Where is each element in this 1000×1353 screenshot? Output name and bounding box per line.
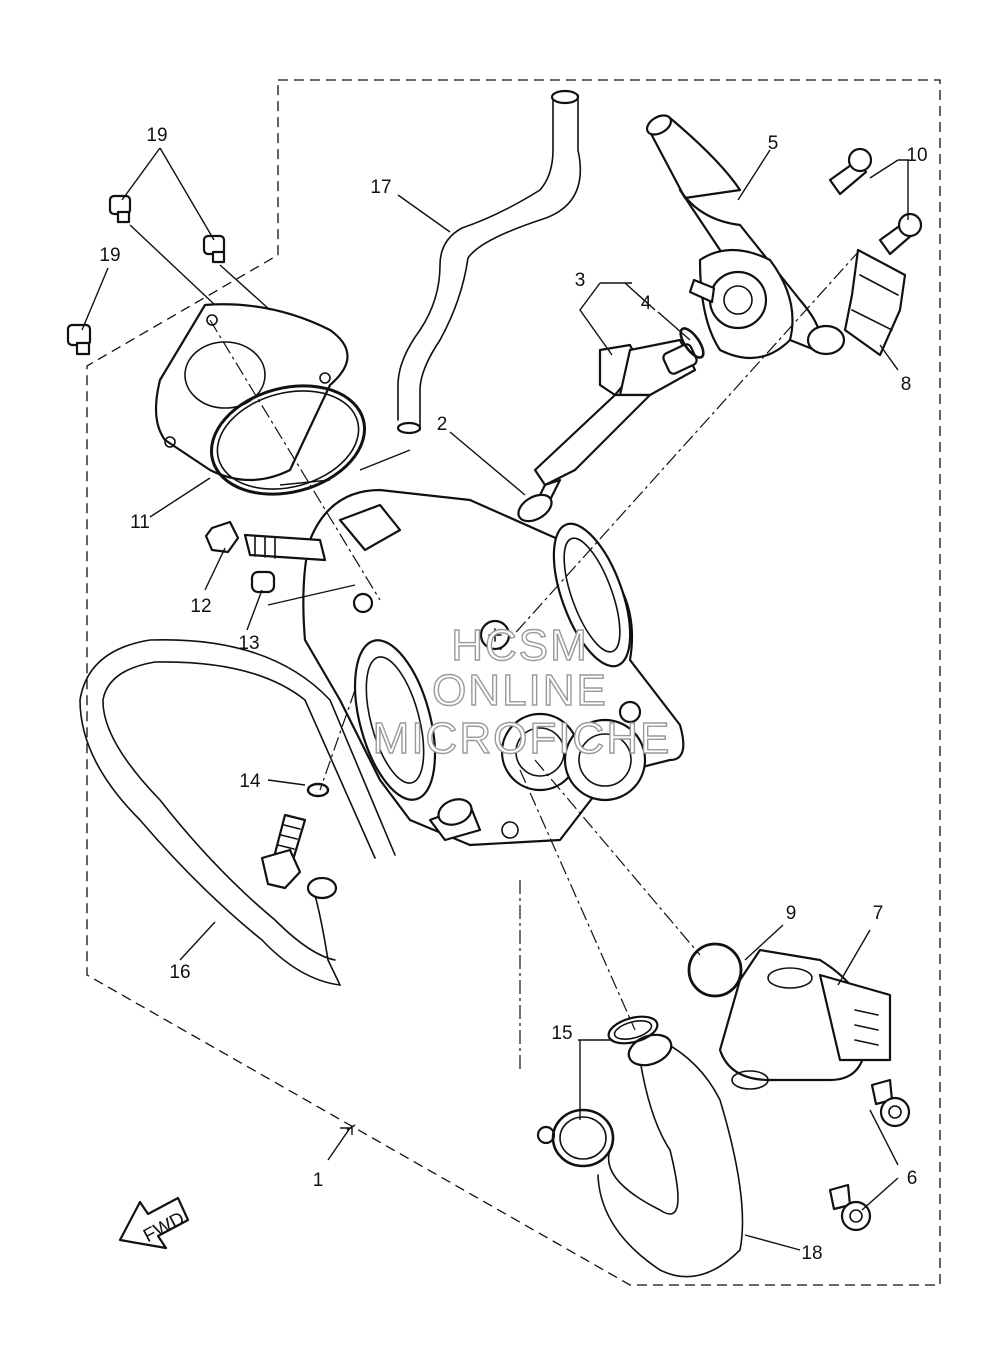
screw-19-mid bbox=[202, 234, 226, 264]
callout-7: 7 bbox=[873, 903, 884, 924]
screw-6-upper bbox=[870, 1078, 911, 1128]
screw-10-upper bbox=[828, 147, 873, 196]
callout-3: 3 bbox=[575, 270, 586, 291]
callout-8: 8 bbox=[901, 374, 912, 395]
callout-18: 18 bbox=[801, 1243, 822, 1264]
callout-9: 9 bbox=[786, 903, 797, 924]
screw-19-left bbox=[66, 323, 92, 356]
callout-19-left: 19 bbox=[99, 245, 120, 266]
callout-1: 1 bbox=[313, 1170, 324, 1191]
bolt-14 bbox=[260, 782, 330, 890]
callout-11: 11 bbox=[130, 512, 150, 533]
alignment-line-1 bbox=[499, 249, 861, 651]
injector-3 bbox=[533, 338, 698, 502]
clamp-8 bbox=[843, 248, 907, 357]
fuel-pipe-5 bbox=[645, 114, 846, 360]
hose-18 bbox=[597, 1033, 744, 1278]
assembly-boundary bbox=[86, 79, 941, 1286]
o-ring-9 bbox=[687, 942, 743, 998]
callout-13: 13 bbox=[238, 633, 259, 654]
alignment-line-3 bbox=[519, 769, 636, 1031]
callout-5: 5 bbox=[768, 133, 779, 154]
callout-16: 16 bbox=[169, 962, 190, 983]
callout-2: 2 bbox=[437, 414, 448, 435]
hose-16 bbox=[79, 638, 396, 986]
clamp-15-lower bbox=[536, 1108, 615, 1168]
callout-17: 17 bbox=[370, 177, 391, 198]
callout-19-top: 19 bbox=[146, 125, 167, 146]
watermark: HCSM ONLINE MICROFICHE bbox=[372, 620, 672, 763]
watermark-line-3: MICROFICHE bbox=[373, 714, 672, 763]
o-ring-4 bbox=[679, 327, 705, 359]
hose-17 bbox=[396, 89, 582, 435]
o-ring-11 bbox=[209, 384, 367, 496]
screw-19-top bbox=[108, 194, 132, 224]
leader-lines bbox=[81, 147, 909, 1251]
callout-12: 12 bbox=[190, 596, 211, 617]
callout-14: 14 bbox=[239, 771, 261, 792]
callout-4: 4 bbox=[641, 293, 652, 314]
nipple-fitting bbox=[243, 533, 327, 562]
nut-12 bbox=[204, 520, 240, 554]
sensor-7 bbox=[718, 948, 892, 1090]
callout-6: 6 bbox=[907, 1168, 918, 1189]
callout-labels: 1 2 3 4 5 6 7 8 9 10 11 12 13 14 15 16 1… bbox=[99, 125, 927, 1264]
fwd-arrow: FWD bbox=[118, 1196, 190, 1250]
watermark-line-2: ONLINE bbox=[432, 666, 608, 715]
seal-2 bbox=[517, 493, 553, 523]
alignment-line-4 bbox=[319, 689, 356, 791]
watermark-line-1: HCSM bbox=[451, 621, 589, 670]
o-ring-11-inner bbox=[216, 390, 360, 490]
cap-13 bbox=[250, 570, 276, 594]
callout-15: 15 bbox=[551, 1023, 572, 1044]
throttle-body bbox=[302, 488, 685, 847]
alignment-line-5 bbox=[209, 319, 381, 601]
alignment-line-2 bbox=[534, 759, 701, 956]
screw-10-lower bbox=[878, 212, 923, 256]
callout-10: 10 bbox=[906, 145, 927, 166]
cover-plate bbox=[154, 303, 349, 482]
